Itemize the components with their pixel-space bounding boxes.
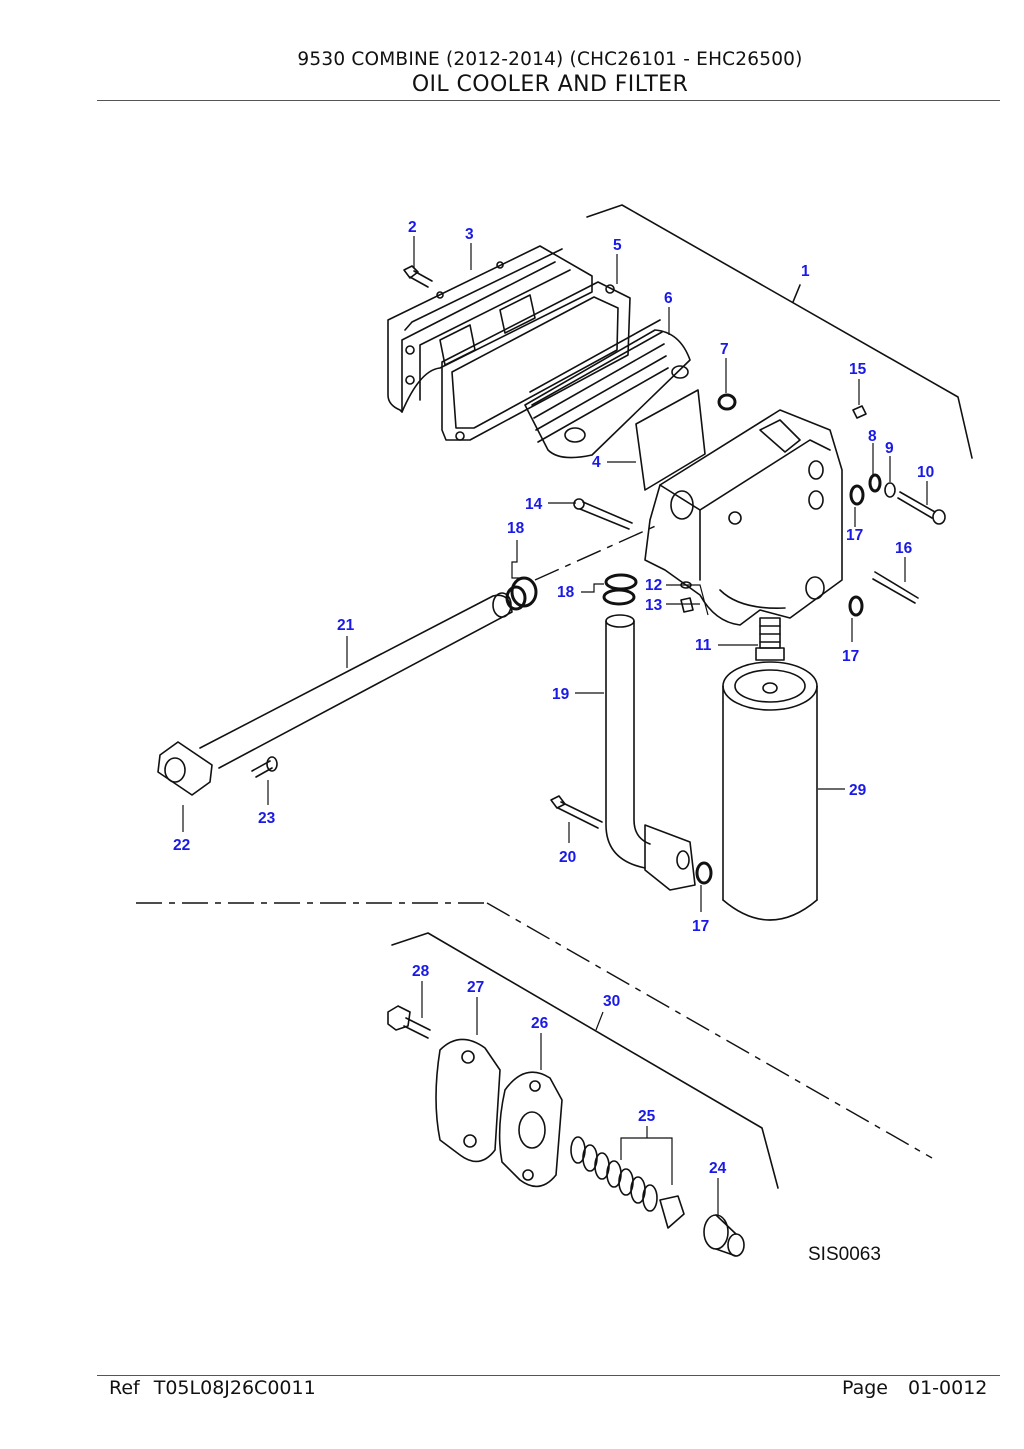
page-title: OIL COOLER AND FILTER — [411, 72, 689, 97]
callout-8: 8 — [868, 428, 877, 445]
plate-4 — [635, 389, 706, 491]
callout-22: 22 — [173, 837, 190, 854]
callout-labels: 1 2 3 4 5 6 7 8 9 10 11 12 13 14 15 16 1… — [173, 219, 934, 1177]
callout-7: 7 — [720, 341, 729, 358]
callout-1: 1 — [801, 263, 810, 280]
washer-9 — [884, 482, 896, 498]
callout-25: 25 — [638, 1108, 656, 1125]
leader-lines — [182, 236, 928, 1215]
cover-plate-27 — [435, 1038, 501, 1163]
callout-17: 17 — [692, 918, 709, 935]
bolt-23 — [251, 756, 278, 778]
seal-17-upper — [849, 484, 865, 506]
header-rule — [97, 100, 1000, 101]
page-label: Page — [842, 1377, 888, 1399]
callout-2: 2 — [408, 219, 417, 236]
pipe-21 — [199, 592, 513, 769]
seal-8 — [868, 473, 882, 493]
bolt-20 — [550, 795, 603, 829]
assembly-bracket-30 — [391, 932, 779, 1189]
callout-28: 28 — [412, 963, 430, 980]
seal-17-right — [848, 595, 864, 617]
oil-cooler-core — [524, 319, 691, 459]
callout-20: 20 — [559, 849, 576, 866]
callout-5: 5 — [613, 237, 622, 254]
bolt-2 — [403, 265, 433, 288]
callout-17: 17 — [842, 648, 859, 665]
callout-11: 11 — [695, 637, 712, 654]
callout-16: 16 — [895, 540, 913, 557]
callout-21: 21 — [337, 617, 355, 634]
callout-29: 29 — [849, 782, 867, 799]
callout-13: 13 — [645, 597, 663, 614]
guide-lines — [136, 523, 933, 1159]
filter-head — [644, 409, 843, 626]
callout-12: 12 — [645, 577, 662, 594]
fitting-11 — [755, 617, 785, 661]
stud-16 — [872, 571, 919, 604]
callout-18: 18 — [507, 520, 525, 537]
page-number: 01-0012 — [908, 1377, 988, 1399]
plug-24 — [703, 1214, 745, 1257]
bolt-10 — [897, 491, 946, 525]
footer-reference: Ref T05L08J26C0011 — [109, 1377, 316, 1399]
callout-17: 17 — [846, 527, 863, 544]
nut-13 — [680, 597, 694, 613]
callout-26: 26 — [531, 1015, 549, 1032]
cooler-cover — [387, 245, 593, 413]
callout-18: 18 — [557, 584, 575, 601]
callout-23: 23 — [258, 810, 276, 827]
oil-filter — [722, 661, 818, 921]
bolt-28 — [387, 1005, 431, 1039]
spring-valve-25 — [570, 1136, 685, 1229]
flange-22 — [157, 741, 213, 796]
callout-10: 10 — [917, 464, 934, 481]
model-heading: 9530 COMBINE (2012-2014) (CHC26101 - EHC… — [297, 49, 803, 70]
callout-9: 9 — [885, 440, 894, 457]
ref-value: T05L08J26C0011 — [153, 1377, 316, 1399]
callout-19: 19 — [552, 686, 570, 703]
tube-19 — [605, 614, 696, 891]
footer-page: Page 01-0012 — [842, 1377, 987, 1399]
seal-ring-7 — [717, 393, 737, 411]
callout-24: 24 — [709, 1160, 727, 1177]
gasket-5 — [441, 281, 631, 441]
callout-15: 15 — [849, 361, 867, 378]
drawing-reference: SIS0063 — [808, 1244, 881, 1265]
callout-6: 6 — [664, 290, 673, 307]
bolt-14 — [573, 498, 633, 530]
seal-18-right — [602, 573, 638, 606]
washer-15 — [852, 405, 867, 419]
assembly-bracket-1 — [586, 204, 973, 459]
gasket-26 — [498, 1071, 563, 1188]
footer-rule — [97, 1375, 1000, 1376]
ref-label: Ref — [109, 1377, 140, 1399]
callout-3: 3 — [465, 226, 474, 243]
callout-30: 30 — [603, 993, 620, 1010]
seal-17-lower — [695, 861, 713, 885]
callout-14: 14 — [525, 496, 543, 513]
callout-4: 4 — [592, 454, 601, 471]
callout-27: 27 — [467, 979, 484, 996]
